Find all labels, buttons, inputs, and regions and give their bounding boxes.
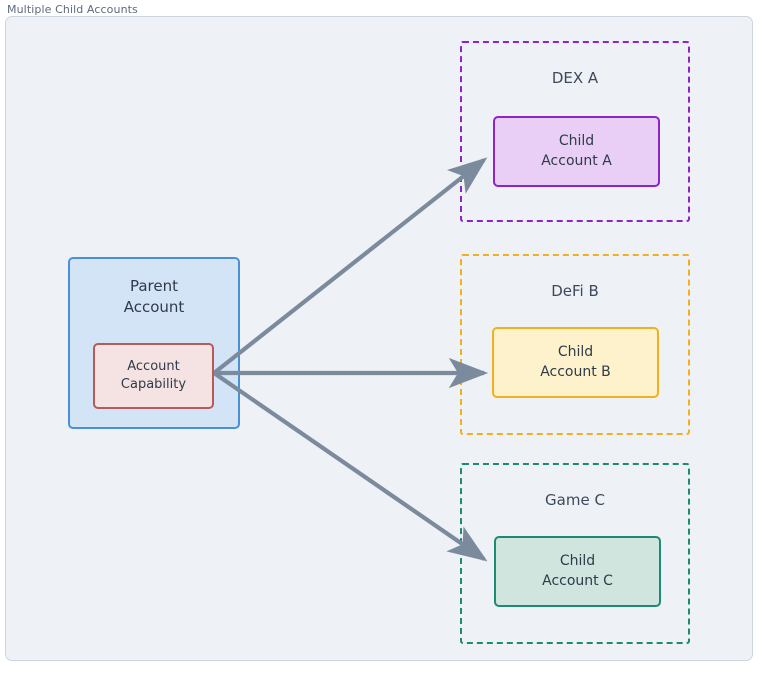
account-capability-label-line1: Account bbox=[127, 359, 180, 375]
parent-account-label-line1: Parent bbox=[129, 277, 179, 295]
cluster-dex-a-label: DEX A bbox=[551, 69, 599, 87]
parent-account-label-line2: Account bbox=[123, 297, 185, 316]
cluster-game-c-label: Game C bbox=[545, 491, 605, 509]
child-account-b-label-line2: Account B bbox=[540, 363, 611, 380]
account-capability-label-line2: Capability bbox=[120, 377, 187, 392]
child-account-c-label-line1: Child bbox=[559, 553, 596, 570]
frame-title: Multiple Child Accounts bbox=[7, 3, 138, 16]
child-account-a-node[interactable]: Child Account A bbox=[493, 116, 660, 187]
account-capability-node[interactable]: Account Capability bbox=[93, 343, 214, 409]
cluster-dex-a: DEX A bbox=[460, 41, 690, 222]
child-account-a-label-line2: Account A bbox=[541, 152, 612, 169]
child-account-b-label-line1: Child bbox=[557, 344, 594, 361]
child-account-a-label-line1: Child bbox=[558, 133, 595, 150]
child-account-c-node[interactable]: Child Account C bbox=[494, 536, 661, 607]
cluster-defi-b-label: DeFi B bbox=[551, 282, 599, 300]
child-account-c-label-line2: Account C bbox=[542, 572, 613, 589]
child-account-b-node[interactable]: Child Account B bbox=[492, 327, 659, 398]
